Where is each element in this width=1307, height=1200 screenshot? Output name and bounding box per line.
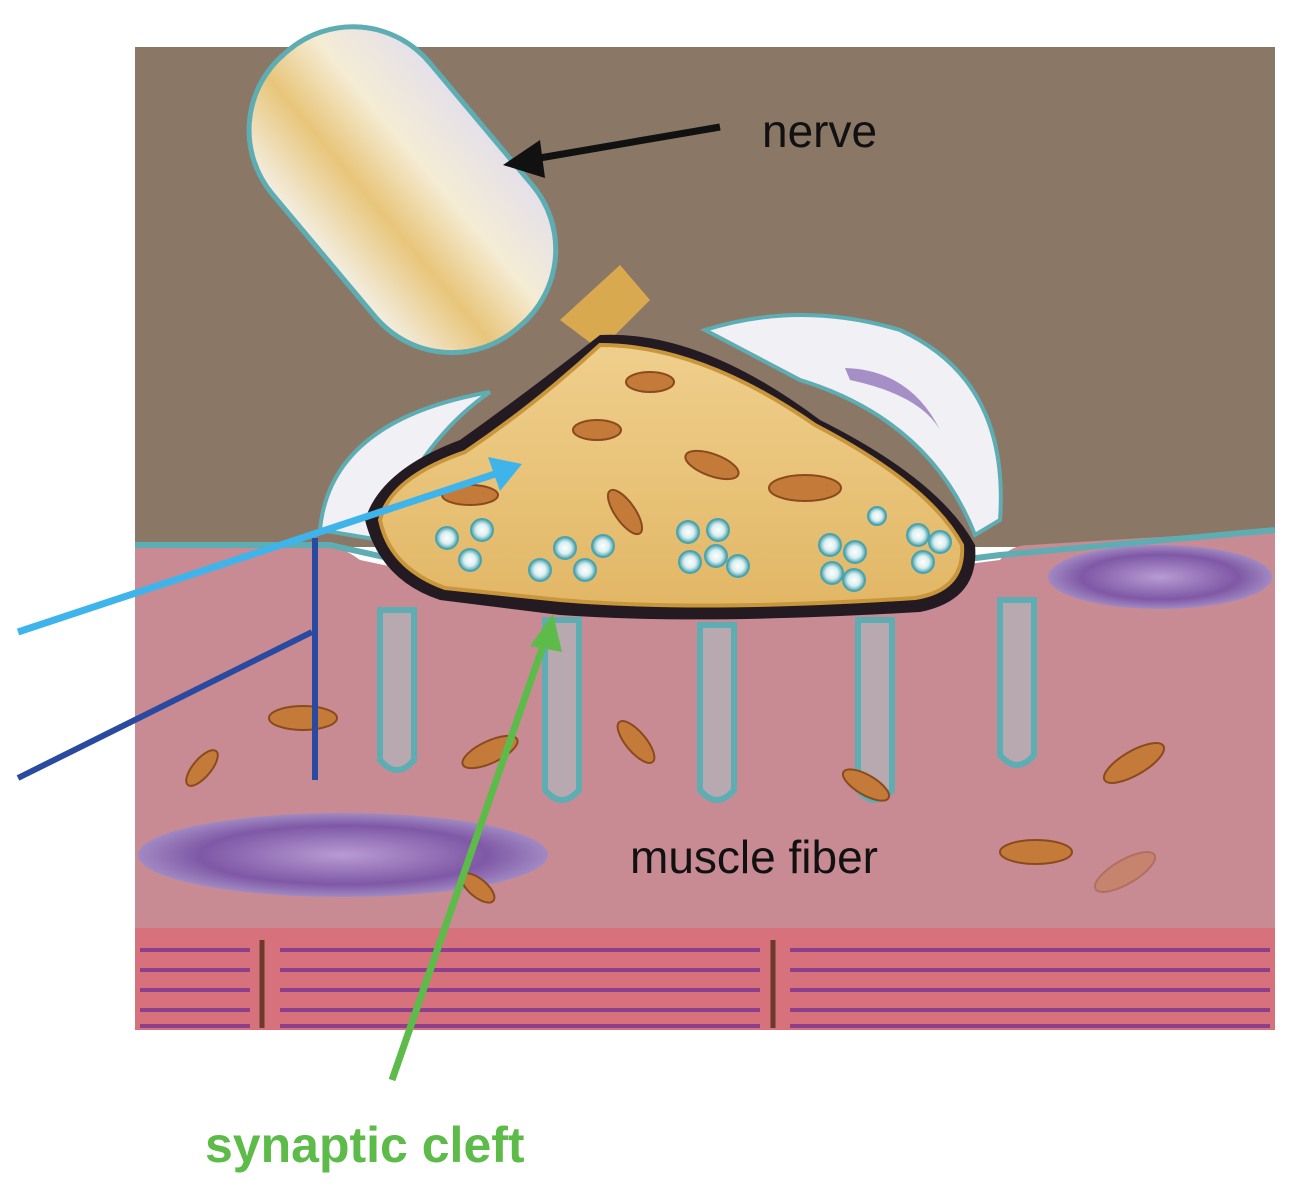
navy-pointer xyxy=(16,538,318,781)
mitochondria xyxy=(185,371,1166,904)
synaptic-vesicles xyxy=(435,506,952,592)
muscle-nucleus-left xyxy=(138,813,548,897)
label-nerve: nerve xyxy=(762,105,878,157)
nerve-arrow xyxy=(503,123,721,178)
cyan-arrow xyxy=(16,457,522,636)
label-synaptic-cleft: synaptic cleft xyxy=(205,1117,525,1173)
myofibrils xyxy=(135,928,1275,1030)
nerve-terminal xyxy=(377,342,965,608)
muscle-nucleus-right xyxy=(1048,545,1272,609)
schwann-cell-right xyxy=(699,313,1003,538)
junctional-folds xyxy=(377,597,1037,803)
schwann-nucleus xyxy=(845,368,940,430)
synaptic-cleft-arrow xyxy=(388,614,562,1082)
label-muscle-fiber: muscle fiber xyxy=(630,831,878,883)
axon-neck xyxy=(560,265,650,350)
myelin-sheath xyxy=(246,24,559,356)
